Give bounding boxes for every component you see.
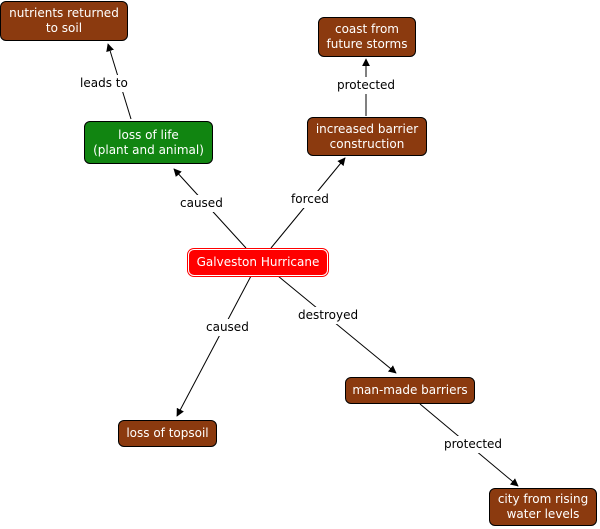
node-city-from-rising-water-label: city from rising water levels: [497, 492, 589, 521]
node-man-made-barriers-label: man-made barriers: [352, 383, 468, 397]
node-loss-of-life-label: loss of life (plant and animal): [93, 127, 204, 157]
node-coast-from-storms[interactable]: coast from future storms: [318, 17, 416, 57]
link-line-destroyed: [277, 275, 397, 374]
link-label-leads-to: leads to: [77, 75, 131, 92]
node-increased-barrier-construction[interactable]: increased barrier construction: [307, 117, 427, 156]
link-label-caused-topsoil: caused: [203, 319, 252, 336]
link-label-protected-coast: protected: [334, 77, 399, 94]
node-man-made-barriers[interactable]: man-made barriers: [345, 377, 475, 404]
link-label-caused-life: caused: [177, 195, 226, 212]
node-nutrients-returned[interactable]: nutrients returned to soil: [0, 1, 128, 41]
node-city-from-rising-water[interactable]: city from rising water levels: [489, 488, 597, 526]
link-line-caused-topsoil: [176, 275, 252, 417]
link-label-protected-city: protected: [441, 436, 506, 453]
node-nutrients-returned-label: nutrients returned to soil: [9, 6, 119, 35]
node-loss-of-life[interactable]: loss of life (plant and animal): [84, 121, 213, 164]
node-increased-barrier-construction-label: increased barrier construction: [315, 121, 419, 151]
link-label-destroyed: destroyed: [295, 307, 362, 324]
node-loss-of-topsoil[interactable]: loss of topsoil: [118, 420, 217, 447]
node-galveston-hurricane[interactable]: Galveston Hurricane: [188, 249, 328, 276]
link-label-forced: forced: [288, 191, 332, 208]
node-galveston-hurricane-label: Galveston Hurricane: [196, 255, 320, 269]
node-loss-of-topsoil-label: loss of topsoil: [126, 426, 209, 440]
node-coast-from-storms-label: coast from future storms: [326, 22, 408, 51]
